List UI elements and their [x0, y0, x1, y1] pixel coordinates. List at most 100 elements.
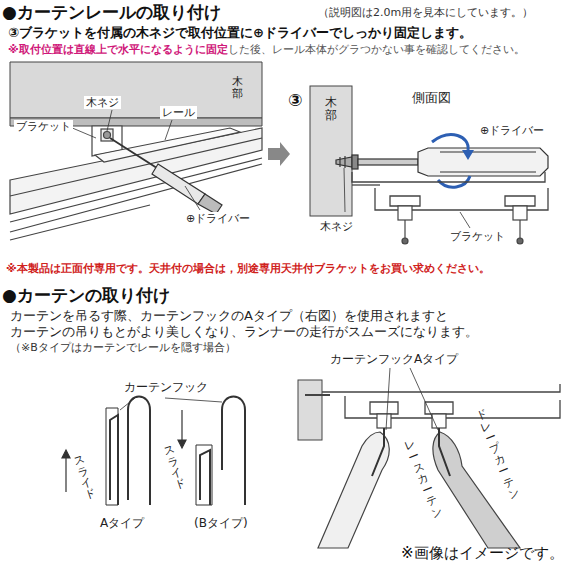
part-name: ⊕ドライバー: [184, 212, 252, 225]
wall-section: [310, 86, 352, 216]
warning: ※取付位置は直線上で水平になるように固定: [8, 43, 228, 56]
leader-line: [120, 398, 222, 410]
runner: [377, 414, 391, 428]
wood-screw: [336, 155, 358, 169]
part-name: カーテンフック: [122, 380, 210, 394]
heading: ●カーテンレールの取り付け: [2, 2, 221, 22]
bracket: [92, 126, 240, 162]
hook-a: [128, 397, 150, 506]
hook-b: [196, 397, 245, 506]
part-name: ブラケット: [14, 120, 73, 133]
rail-section: [370, 402, 398, 414]
direction-label: スライド: [72, 453, 97, 502]
part-name: ⊕ドライバー: [478, 124, 546, 137]
hook-a: [372, 428, 384, 476]
heading: ●カーテンの取り付け: [2, 285, 170, 305]
runner: [402, 238, 408, 244]
runner: [377, 414, 446, 428]
bracket-section: [505, 196, 535, 206]
rotation-arrow: [432, 135, 470, 188]
wall-piece: [298, 380, 322, 440]
runner: [404, 220, 405, 240]
rail: [10, 128, 262, 214]
rail-section: [425, 402, 453, 414]
bracket-section: [352, 184, 380, 185]
hook-b: [222, 397, 245, 506]
wall-piece: [10, 62, 262, 126]
wood-screw: [344, 156, 345, 168]
body-text: カーテンの吊りもとがより美しくなり、ランナーの走行がスムーズになります。: [10, 324, 478, 340]
part-name: 木ネジ: [318, 220, 355, 233]
callout-number: ③: [288, 90, 302, 110]
wall-section: [310, 86, 352, 216]
leader-line: [165, 120, 172, 140]
bracket-section: [390, 196, 420, 206]
step-arrow: [268, 142, 290, 166]
wood-screw: [336, 157, 352, 167]
leader-line: [107, 110, 112, 131]
part-name: レール: [160, 106, 197, 119]
rotation-arrowhead: [462, 150, 474, 160]
bracket-section: [352, 172, 545, 182]
slide-arrow: [62, 450, 70, 458]
rail-section: [305, 384, 560, 418]
leader-line: [70, 110, 200, 210]
wood-screw: [339, 157, 340, 167]
part-name: 木ネジ: [84, 96, 121, 109]
part-name: レースカーテン: [402, 438, 444, 521]
note: した後、レール本体がグラつかない事を確認してください。: [228, 43, 525, 56]
part-name: ドレープカーテン: [474, 408, 520, 502]
caption: ※画像はイメージです。: [401, 544, 564, 562]
part-name: カーテンフックAタイプ: [328, 352, 460, 366]
lace-curtain: [318, 432, 389, 548]
instruction: ③ブラケットを付属の木ネジで取付位置に⊕ドライバーでしっかり固定します。: [8, 25, 472, 41]
leader-line: [386, 368, 438, 430]
leader-line: [344, 168, 345, 212]
screwdriver: [440, 171, 536, 172]
leader-line: [165, 398, 222, 402]
rotation-arrow: [432, 135, 468, 150]
rail-section: [322, 384, 560, 392]
slide-arrow: [178, 440, 186, 448]
screwdriver: [418, 148, 548, 176]
wall-piece: [10, 62, 262, 118]
wood-screw: [352, 155, 358, 169]
wall-piece: [298, 380, 322, 440]
screwdriver: [358, 148, 548, 176]
runner: [517, 238, 523, 244]
screwdriver: [198, 194, 222, 214]
runner: [398, 206, 412, 220]
note: （説明図は2.0m用を見本にしています。）: [318, 6, 533, 19]
runner: [513, 206, 527, 220]
leader-line: [460, 212, 470, 228]
rail: [10, 128, 262, 240]
bracket-section: [352, 172, 548, 210]
slide-arrow: [181, 410, 182, 440]
screwdriver: [358, 159, 418, 165]
runner: [398, 206, 527, 244]
leader-line: [185, 186, 200, 210]
step-arrow: [268, 142, 290, 166]
hook-b: [196, 445, 212, 505]
leader-line: [386, 368, 390, 430]
body-text: カーテンを吊るす際、カーテンフックのAタイプ（右図）を使用されますと: [10, 308, 448, 324]
leader-line: [344, 168, 470, 228]
rail-section: [305, 394, 330, 396]
screwdriver: [440, 151, 536, 152]
bracket: [104, 132, 111, 139]
rotation-arrowhead: [462, 150, 474, 160]
leader-line: [120, 398, 135, 410]
screwdriver: [152, 164, 205, 204]
part-name: 木部: [232, 76, 243, 100]
runner: [519, 220, 520, 240]
hook-a: [106, 408, 118, 505]
hook-a: [439, 428, 450, 476]
part-name: ブラケット: [448, 230, 507, 243]
type-label: (Bタイプ): [194, 516, 248, 530]
screwdriver: [110, 138, 160, 170]
note: （※Bタイプはカーテンでレールを隠す場合）: [10, 341, 236, 354]
slide-arrow: [65, 458, 66, 492]
part-name: 木部: [325, 96, 337, 122]
view-name: 側面図: [412, 90, 451, 106]
